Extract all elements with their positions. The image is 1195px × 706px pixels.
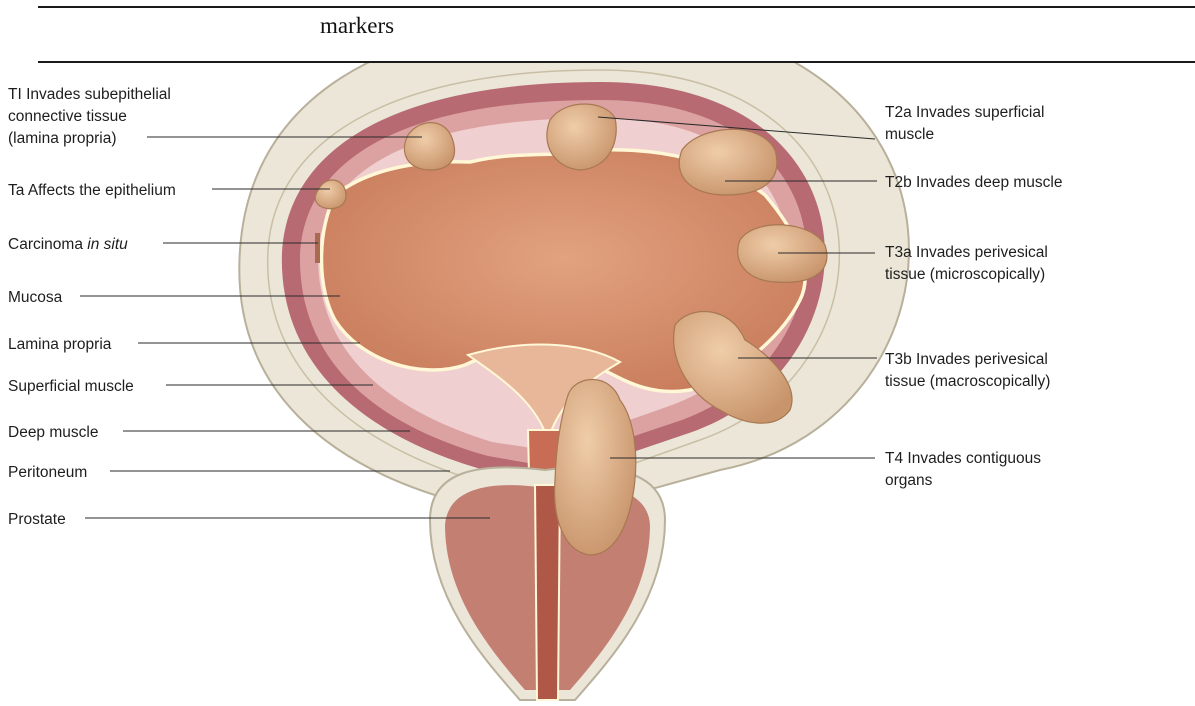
label-peritoneum: Peritoneum <box>8 464 87 481</box>
label-ta: Ta Affects the epithelium <box>8 182 176 199</box>
labels-right: T2a Invades superficial muscle T2b Invad… <box>885 104 1063 489</box>
label-lamina-propria: Lamina propria <box>8 336 112 353</box>
carcinoma-in-situ-strip <box>315 233 320 263</box>
label-deep-muscle: Deep muscle <box>8 424 98 441</box>
label-prostate: Prostate <box>8 511 66 528</box>
tumor-t2b <box>679 129 777 195</box>
bladder-illustration <box>239 18 909 700</box>
tumor-t3a <box>738 225 827 283</box>
label-t3a: T3a Invades perivesical tissue (microsco… <box>885 244 1052 283</box>
label-carcinoma-in-situ: Carcinoma in situ <box>8 236 128 253</box>
label-t3b: T3b Invades perivesical tissue (macrosco… <box>885 351 1052 390</box>
prostatic-urethra <box>535 485 560 700</box>
label-mucosa: Mucosa <box>8 289 63 306</box>
labels-left: TI Invades subepithelial connective tiss… <box>8 86 176 528</box>
label-superficial-muscle: Superficial muscle <box>8 378 134 395</box>
label-t4: T4 Invades contiguous organs <box>885 450 1045 489</box>
tumor-tis-lamina <box>404 123 454 170</box>
label-t1: TI Invades subepithelial connective tiss… <box>8 86 175 147</box>
label-t2a: T2a Invades superficial muscle <box>885 104 1049 143</box>
tumor-t4 <box>555 379 636 555</box>
label-t2b: T2b Invades deep muscle <box>885 174 1063 191</box>
